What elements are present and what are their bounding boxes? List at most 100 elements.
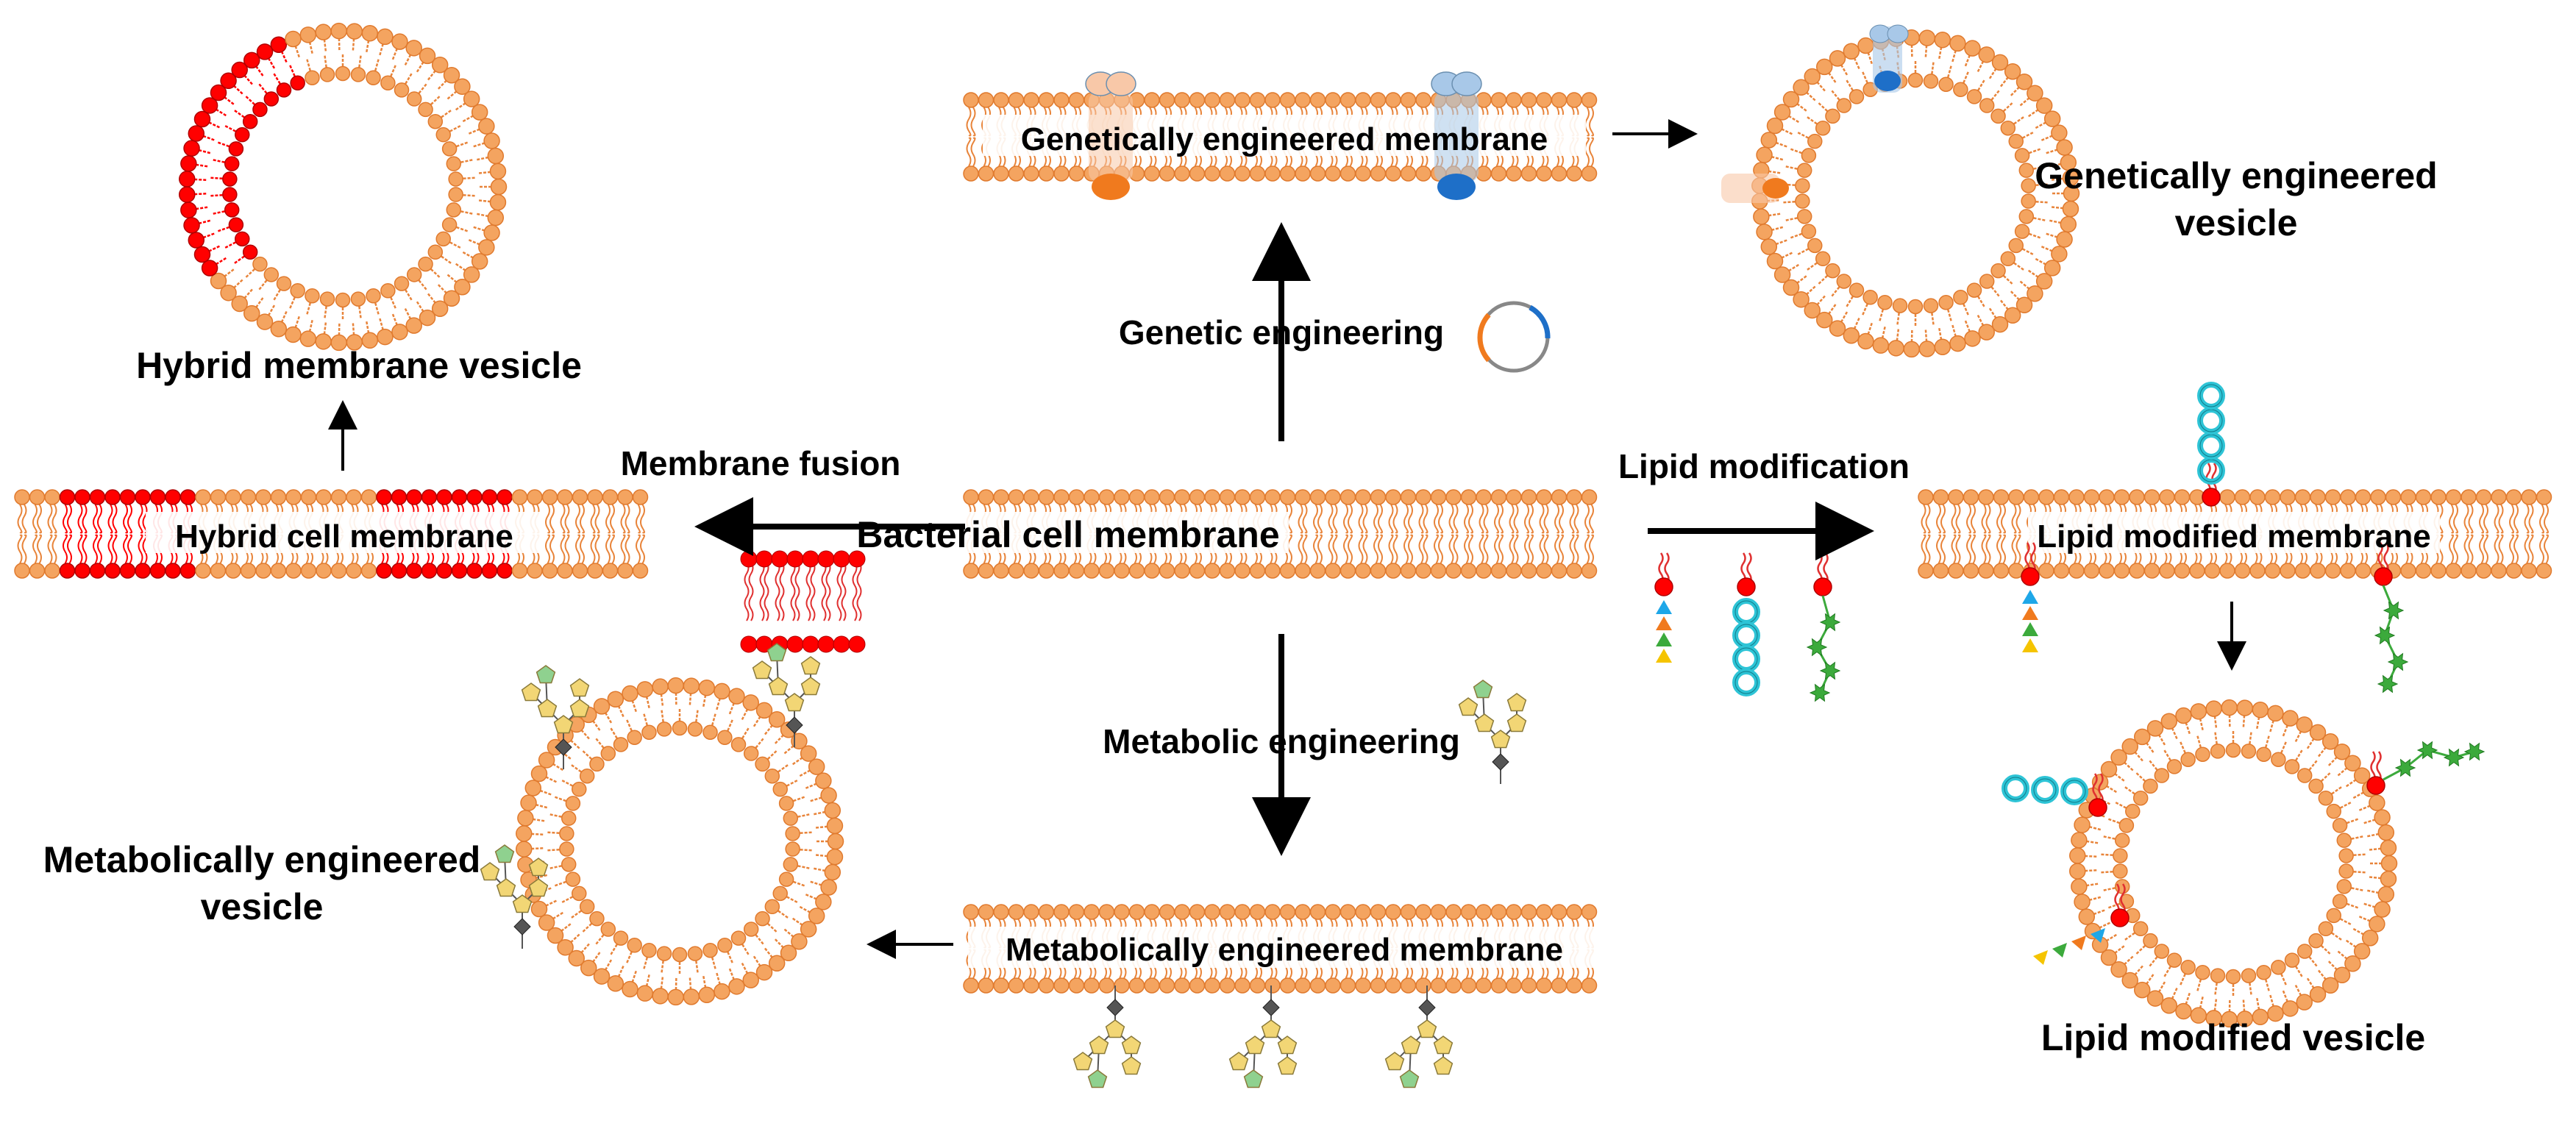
lipid-head	[463, 266, 480, 283]
lipid-head	[1264, 977, 1281, 994]
glycan-terminal	[1087, 1069, 1108, 1088]
lipid-tail	[2086, 883, 2100, 887]
lipid-tail	[1951, 50, 1957, 64]
lipid-head	[2180, 960, 2196, 975]
lipid-head	[772, 781, 788, 797]
lipid-tail	[211, 210, 225, 215]
metabolic-vesicle-label-line1: Metabolically engineered	[43, 839, 481, 880]
anchor-tail	[2098, 773, 2104, 805]
lipid-tail	[1867, 52, 1874, 65]
lipid-head	[728, 688, 745, 705]
lipid-head	[672, 720, 688, 736]
lipid-tail	[1569, 504, 1575, 534]
lipid-head	[1355, 165, 1371, 182]
lipid-tail	[810, 561, 816, 621]
lipid-head	[263, 91, 280, 107]
lipid-head	[210, 84, 227, 101]
lipid-head	[1782, 279, 1800, 296]
lipid-head	[1566, 489, 1582, 505]
lipid-tail	[426, 70, 436, 82]
lipid-tail	[1584, 504, 1590, 534]
lipid-head	[1948, 489, 1964, 505]
lipid-head	[2475, 563, 2492, 579]
lipid-tail	[209, 177, 223, 180]
lipid-tail	[569, 763, 582, 773]
lipid-head	[195, 563, 211, 579]
lipid-head	[1476, 904, 1492, 920]
lipid-head	[243, 51, 260, 69]
lipid-head	[743, 746, 759, 761]
lipid-tail	[418, 279, 428, 291]
lipid-head	[1829, 50, 1846, 67]
star-unit	[1809, 683, 1831, 702]
lipid-tail	[1524, 504, 1529, 534]
lipid-tail	[2351, 791, 2364, 800]
lipid-tail	[625, 504, 630, 534]
lipid-tail	[689, 693, 692, 707]
ring-outline	[2199, 384, 2223, 407]
lipid-tail	[2185, 991, 2191, 1005]
lipid-head	[613, 930, 629, 946]
lipid-head	[435, 126, 451, 143]
lipid-head	[14, 563, 30, 579]
lipid-modified-membrane	[1918, 489, 2552, 579]
lipid-head	[1795, 193, 1810, 209]
lipid-tail	[594, 534, 600, 564]
lipid-head	[565, 796, 581, 811]
vesicle-protein-domain	[1762, 178, 1789, 199]
lipid-head	[1038, 563, 1055, 579]
lipid-head	[1279, 489, 1296, 505]
lipid-head	[2333, 966, 2351, 984]
lipid-head	[1295, 563, 1311, 579]
lipid-head	[1385, 904, 1401, 920]
lipid-head	[2074, 816, 2091, 833]
lipid-tail	[1423, 504, 1428, 534]
lipid-head	[1796, 209, 1812, 224]
lipid-head	[617, 489, 633, 505]
lipid-tail	[2308, 956, 2319, 968]
glycan-unit	[1072, 1052, 1093, 1071]
lipid-head	[1159, 165, 1175, 182]
lipid-tail	[2524, 504, 2530, 534]
lipid-head	[978, 977, 995, 994]
triangle-unit	[2071, 935, 2086, 950]
lipid-head	[427, 113, 444, 129]
lipid-tail	[288, 63, 296, 77]
lipid-tail	[1768, 170, 1782, 174]
lipid-tail	[1966, 504, 1971, 534]
lipid-head	[1430, 904, 1447, 920]
lipid-tail	[617, 705, 625, 719]
lipid-head	[1339, 165, 1356, 182]
lipid-head	[2310, 489, 2326, 505]
lipid-tail	[223, 241, 236, 249]
lipid-head	[1295, 165, 1311, 182]
lipid-head	[1773, 104, 1791, 121]
lipid-tail	[2088, 825, 2102, 831]
lipid-head	[74, 563, 90, 579]
lipid-head	[1793, 79, 1810, 96]
lipid-tail	[1951, 323, 1957, 337]
lipid-tail	[232, 255, 245, 265]
lipid-head	[2038, 563, 2054, 579]
lipid-tail	[786, 896, 800, 904]
lipid-tail	[1771, 155, 1785, 161]
lipid-tail	[1985, 504, 1991, 534]
lipid-tail	[2113, 801, 2127, 809]
lipid-tail	[82, 504, 88, 534]
lipid-tail	[216, 226, 230, 233]
lipid-head	[443, 290, 460, 307]
lipid-head	[2380, 870, 2397, 888]
lipid-tail	[1529, 534, 1534, 564]
lipid-head	[446, 156, 462, 171]
lipid-head	[2014, 148, 2030, 163]
lipid-head	[481, 489, 498, 505]
lipid-head	[1551, 563, 1568, 579]
lipid-head	[1400, 563, 1417, 579]
lipid-tail	[1951, 534, 1957, 564]
lipid-head	[2051, 124, 2068, 141]
lipid-tail	[272, 71, 281, 85]
lipid-tail	[1861, 70, 1868, 84]
lipid-tail	[1768, 213, 1782, 217]
lipid-head	[1932, 489, 1949, 505]
